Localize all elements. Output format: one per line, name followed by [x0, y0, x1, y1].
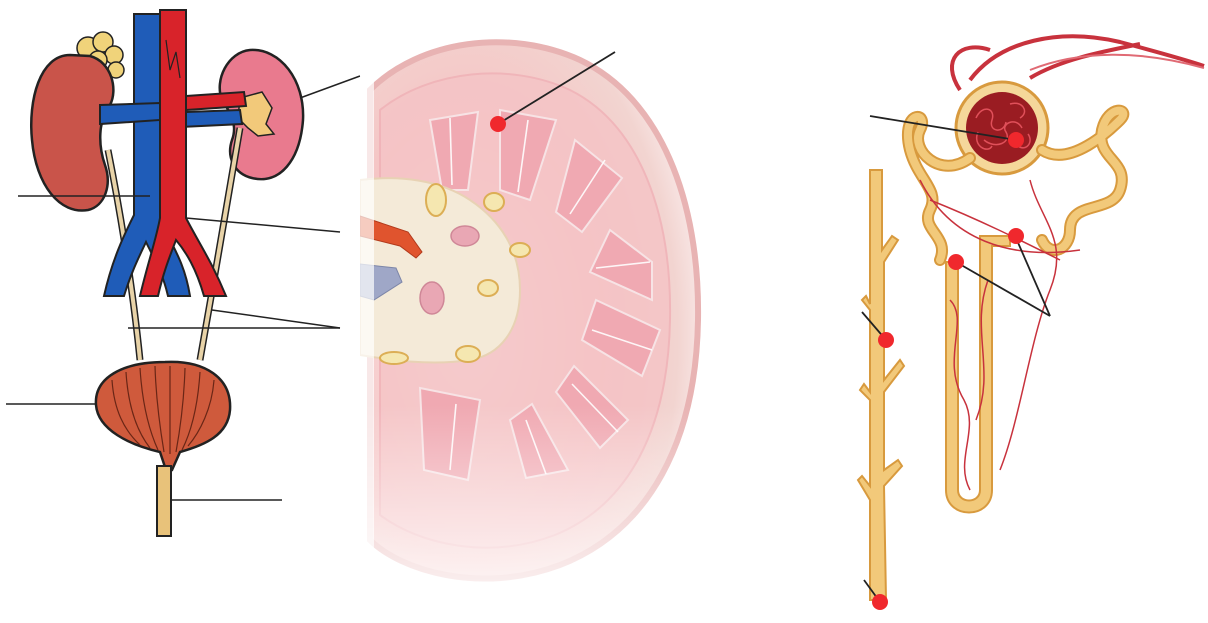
- peritubular-capillaries: [920, 180, 1080, 490]
- nephron-diagram: [820, 0, 1208, 623]
- collecting-duct: [858, 170, 904, 600]
- urinary-system-diagram: [0, 0, 370, 623]
- leader-line-ureter-b: [212, 310, 340, 328]
- renal-vein-left: [100, 103, 160, 124]
- marker-duct-tip: [872, 594, 888, 610]
- marker-loop: [948, 254, 964, 270]
- marker-glomerulus: [1008, 132, 1024, 148]
- arterioles: [952, 36, 1204, 90]
- urinary-bladder: [96, 362, 230, 470]
- ureter-right-fill: [200, 128, 240, 360]
- marker-cortex: [490, 116, 506, 132]
- bottom-fade: [360, 0, 720, 623]
- leader-line-kidney: [300, 76, 360, 98]
- left-fade: [360, 0, 374, 623]
- urethra: [157, 466, 171, 536]
- distal-convoluted-tubule-fill: [1042, 111, 1123, 250]
- kidney-left: [31, 55, 113, 211]
- leader-line-loop-a: [956, 262, 1050, 316]
- kidney-cross-section-diagram: [360, 0, 720, 623]
- renal-artery-right: [186, 92, 246, 110]
- marker-distal-tubule: [1008, 228, 1024, 244]
- leader-line-aorta: [186, 218, 340, 232]
- marker-collecting-duct: [878, 332, 894, 348]
